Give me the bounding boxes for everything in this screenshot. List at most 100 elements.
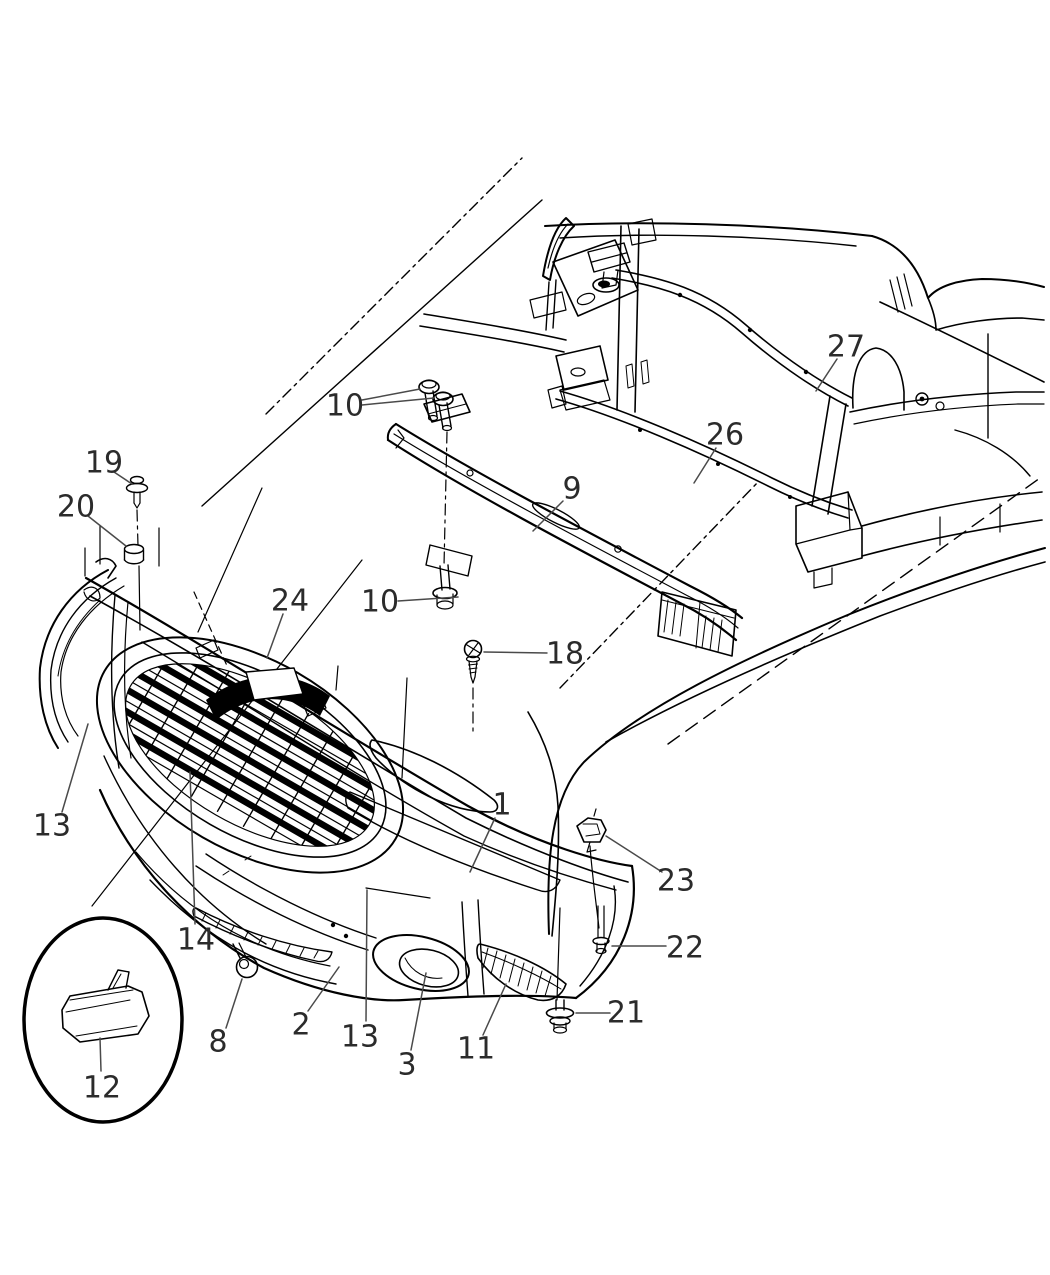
callout-18-8: 18 — [483, 637, 584, 672]
bolt-10-a — [418, 379, 440, 422]
explosion-axes — [91, 157, 1046, 937]
leader-line — [189, 771, 196, 925]
callout-9-5: 9 — [532, 472, 582, 532]
radiator-support-leg — [811, 395, 831, 507]
front-fascia — [38, 557, 635, 1002]
push-pin-19 — [125, 475, 149, 509]
clip-23 — [576, 808, 607, 853]
fasteners — [123, 379, 610, 1034]
lower-grille-insert — [476, 943, 567, 1002]
part-number-label: 2 — [291, 1008, 310, 1043]
headlamp-opening-left — [38, 569, 109, 749]
leader-line — [482, 983, 507, 1036]
callout-19-1: 19 — [85, 446, 133, 485]
lower-tie-bar — [555, 398, 849, 519]
grommet-20 — [123, 543, 145, 565]
upper-tie-bar — [611, 277, 849, 407]
beam-end-bracket — [657, 591, 737, 657]
cowl-deck — [552, 239, 639, 317]
part-number-label: 13 — [33, 809, 71, 844]
part-number-label: 24 — [271, 584, 309, 619]
part-number-label: 12 — [83, 1071, 121, 1106]
bolt-22 — [589, 845, 610, 955]
part-number-label: 10 — [326, 389, 364, 424]
callout-26-4: 26 — [693, 418, 744, 484]
callout-10-6: 10 — [361, 585, 459, 620]
leader-line — [815, 358, 838, 392]
part-number-label: 27 — [827, 330, 865, 365]
leader-line — [87, 515, 127, 547]
part-12-bracket — [61, 985, 150, 1043]
callout-11-16: 11 — [457, 983, 507, 1067]
fog-lamp-opening — [372, 934, 470, 992]
part-number-label: 19 — [85, 446, 123, 481]
body-structure — [419, 217, 1045, 589]
center-strut — [616, 225, 622, 411]
grille-badge-plate — [245, 667, 304, 701]
callout-14-11: 14 — [177, 771, 215, 958]
callout-27-3: 27 — [815, 330, 865, 392]
leader-line — [483, 651, 548, 654]
callout-1-9: 1 — [469, 788, 512, 873]
leader-line — [365, 889, 368, 1022]
mid-bumper-slot — [192, 907, 333, 963]
leader-line — [266, 613, 284, 659]
leader-line — [99, 1037, 102, 1072]
leader-line — [113, 471, 133, 485]
tie-bar-loop — [851, 347, 905, 411]
leader-line — [605, 835, 663, 873]
callout-24-7: 24 — [266, 584, 309, 659]
part-number-label: 20 — [57, 490, 95, 525]
part-number-label: 23 — [657, 864, 695, 899]
part-number-label: 14 — [177, 923, 215, 958]
part-number-label: 11 — [457, 1032, 495, 1067]
callout-12-17: 12 — [83, 1037, 121, 1106]
callout-13-14: 13 — [341, 889, 379, 1055]
leader-line — [61, 723, 89, 813]
detail-circle — [22, 916, 184, 1124]
part-number-label: 22 — [666, 931, 704, 966]
part-number-label: 26 — [706, 418, 744, 453]
leader-line — [361, 397, 435, 406]
leader-line — [397, 596, 459, 602]
hood-latch-bracket — [587, 242, 631, 273]
callout-22-19: 22 — [611, 931, 704, 966]
leader-line — [410, 972, 427, 1051]
callout-20-2: 20 — [57, 490, 127, 547]
leader-line — [469, 817, 496, 873]
part-number-label: 13 — [341, 1020, 379, 1055]
detail-indicator-line — [91, 559, 363, 907]
leader-line — [225, 978, 243, 1029]
grille-assembly — [84, 509, 405, 877]
callout-8-12: 8 — [208, 978, 243, 1060]
part-number-label: 10 — [361, 585, 399, 620]
screw-18 — [463, 639, 483, 735]
upper-bumper-slot — [345, 791, 561, 893]
hood-edge — [544, 222, 873, 237]
left-apron-rail — [419, 325, 565, 353]
bolt-10-b — [432, 391, 454, 432]
beam-slot — [531, 502, 581, 530]
fascia-bottom-edge — [98, 788, 578, 1002]
part-number-label: 1 — [492, 788, 511, 823]
leader-line — [693, 447, 717, 484]
leader-line — [307, 966, 340, 1012]
fascia-beltline — [84, 576, 634, 868]
callout-3-15: 3 — [397, 972, 427, 1083]
part-number-label: 9 — [562, 472, 581, 507]
cowl-wedge — [542, 217, 575, 281]
callout-2-13: 2 — [291, 966, 340, 1043]
part-number-label: 8 — [208, 1025, 227, 1060]
push-pin-21 — [545, 907, 575, 1034]
part-number-label: 3 — [397, 1048, 416, 1083]
detail-balloon — [22, 916, 184, 1124]
callout-21-20: 21 — [575, 996, 645, 1031]
fascia-right-end — [574, 864, 635, 1000]
rail-tip-box — [555, 345, 609, 391]
grille-surround — [95, 636, 405, 874]
leader-line — [361, 388, 421, 401]
callout-23-18: 23 — [605, 835, 695, 899]
push-pin-8 — [232, 942, 259, 979]
callout-layer: 10 19 20 27 26 9 10 24 18 1 13 14 8 2 13 3 11 12 23 22 21 — [33, 330, 865, 1106]
